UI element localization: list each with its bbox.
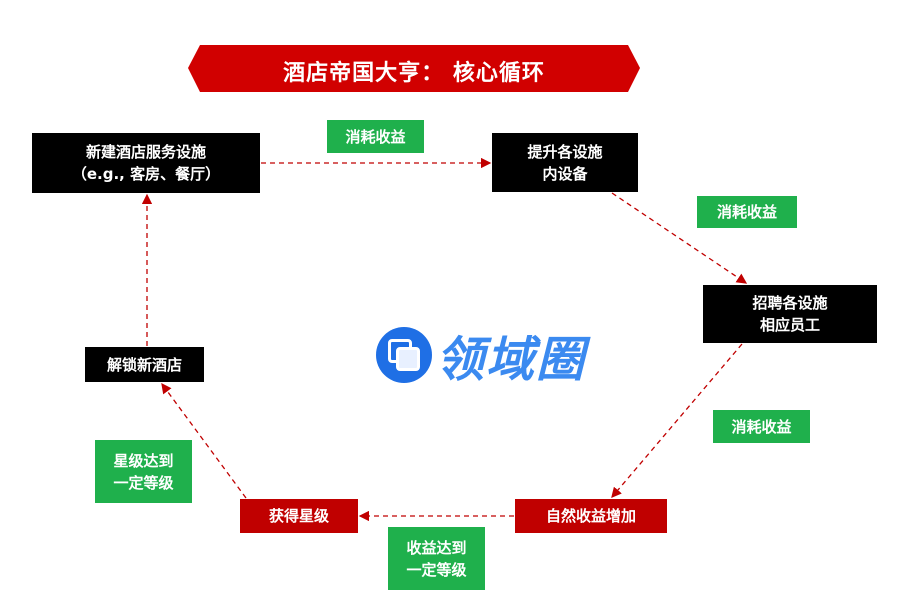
node-build-facility: 新建酒店服务设施 （e.g., 客房、餐厅） (32, 133, 260, 193)
edge-label-star-level: 星级达到 一定等级 (95, 440, 192, 503)
node-label: 新建酒店服务设施 (85, 143, 206, 161)
edge-label-consume-1: 消耗收益 (327, 120, 424, 153)
title-banner: 酒店帝国大亨： 核心循环 (188, 45, 640, 92)
edge-label-text: 消耗收益 (716, 203, 777, 221)
node-gain-star: 获得星级 (240, 499, 358, 533)
edge-label-text: 一定等级 (406, 560, 467, 579)
node-label: 相应员工 (759, 316, 820, 334)
node-label: 获得星级 (268, 507, 329, 525)
edge-label-text: 消耗收益 (345, 127, 406, 146)
arrow-star-to-unlock (161, 382, 247, 499)
edge-label-text: 收益达到 (406, 538, 467, 557)
edge-label-income-level: 收益达到 一定等级 (388, 527, 485, 590)
node-label: （e.g., 客房、餐厅） (71, 165, 221, 183)
node-hire-staff: 招聘各设施 相应员工 (703, 285, 877, 343)
node-label: 自然收益增加 (545, 507, 636, 525)
node-label: 招聘各设施 (752, 294, 828, 312)
node-label: 提升各设施 (527, 142, 603, 161)
edge-label-consume-2: 消耗收益 (697, 196, 797, 228)
logo-text: 领域圈 (436, 332, 587, 388)
edge-label-text: 星级达到 (113, 451, 174, 470)
arrow-hire-to-income (611, 343, 743, 498)
title-text: 酒店帝国大亨： 核心循环 (283, 61, 545, 86)
node-label: 内设备 (542, 164, 588, 183)
node-unlock-hotel: 解锁新酒店 (85, 347, 204, 382)
overlapping-squares-icon (376, 327, 432, 383)
node-upgrade-equipment: 提升各设施 内设备 (492, 133, 638, 192)
node-label: 解锁新酒店 (106, 355, 182, 374)
node-income-increase: 自然收益增加 (515, 499, 667, 533)
edge-label-text: 一定等级 (113, 473, 174, 492)
watermark-logo: 领域圈 (376, 320, 586, 390)
edge-label-text: 消耗收益 (731, 417, 792, 436)
edge-label-consume-3: 消耗收益 (713, 410, 810, 443)
